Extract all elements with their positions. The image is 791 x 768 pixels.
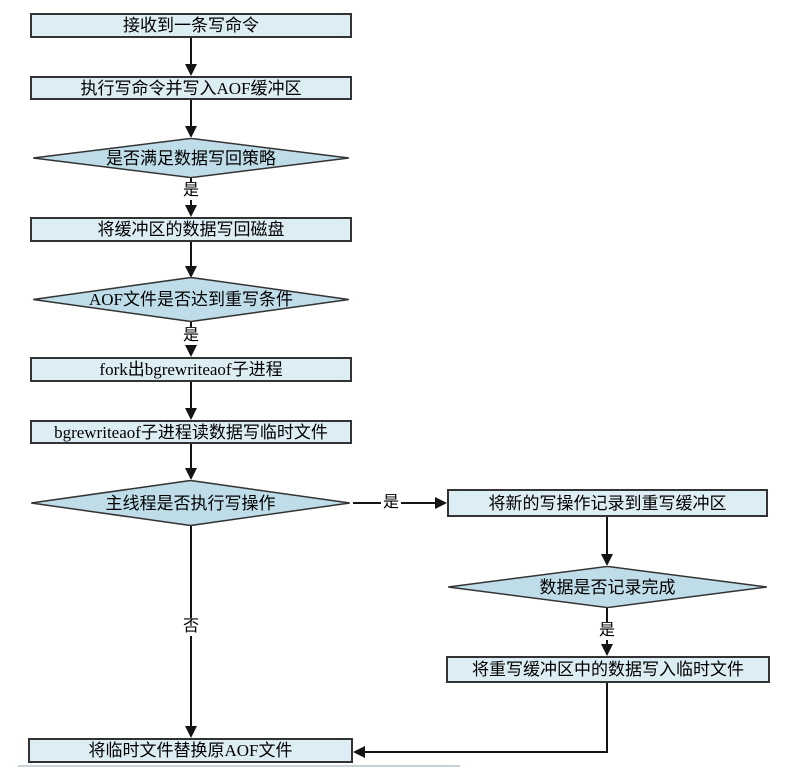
diamond-shape [30,277,352,322]
arrowhead-right-icon [435,497,447,509]
node-child-read-write-tempfile: bgrewriteaof子进程读数据写临时文件 [30,420,352,444]
node-flush-buffer-to-disk: 将缓冲区的数据写回磁盘 [30,217,352,242]
decision-main-thread-write: 主线程是否执行写操作 [28,480,353,526]
diamond-shape [30,138,352,178]
edge-line [190,444,192,468]
node-exec-write-aof-buffer: 执行写命令并写入AOF缓冲区 [30,76,352,100]
arrowhead-down-icon [185,408,197,420]
edge-line [190,242,192,266]
node-replace-original-aof: 将临时文件替换原AOF文件 [28,738,353,763]
node-receive-write-command: 接收到一条写命令 [30,13,352,38]
arrowhead-down-icon [601,644,613,656]
arrowhead-down-icon [185,126,197,138]
edge-line [606,517,608,554]
arrowhead-left-icon [353,746,365,758]
node-fork-bgrewriteaof: fork出bgrewriteaof子进程 [30,357,352,382]
edge-label-yes: 是 [596,622,618,640]
edge-label-yes: 是 [180,182,202,200]
decision-writeback-policy: 是否满足数据写回策略 [30,138,352,178]
cutoff-shape-edge [18,765,460,767]
diamond-shape [28,480,353,526]
edge-label-yes: 是 [380,494,402,512]
edge-line [365,751,608,753]
decision-label: 数据是否记录完成 [539,577,676,597]
arrowhead-down-icon [185,468,197,480]
arrowhead-down-icon [185,64,197,76]
decision-label: 主线程是否执行写操作 [105,493,276,513]
node-rewrite-buffer-to-tempfile: 将重写缓冲区中的数据写入临时文件 [446,656,770,683]
decision-label: 是否满足数据写回策略 [106,148,276,168]
edge-label-yes: 是 [180,327,202,345]
arrowhead-down-icon [185,266,197,278]
edge-line [190,100,192,126]
decision-record-complete: 数据是否记录完成 [445,566,770,608]
node-record-to-rewrite-buffer: 将新的写操作记录到重写缓冲区 [447,489,768,517]
edge-line [190,382,192,408]
arrowhead-down-icon [601,554,613,566]
decision-aof-rewrite-condition: AOF文件是否达到重写条件 [30,277,352,322]
arrowhead-down-icon [185,345,197,357]
arrowhead-down-icon [185,205,197,217]
edge-label-no: 否 [180,618,202,636]
edge-line [606,683,608,752]
decision-label: AOF文件是否达到重写条件 [88,290,293,309]
arrowhead-down-icon [185,726,197,738]
diamond-shape [445,566,770,608]
edge-line [190,38,192,64]
